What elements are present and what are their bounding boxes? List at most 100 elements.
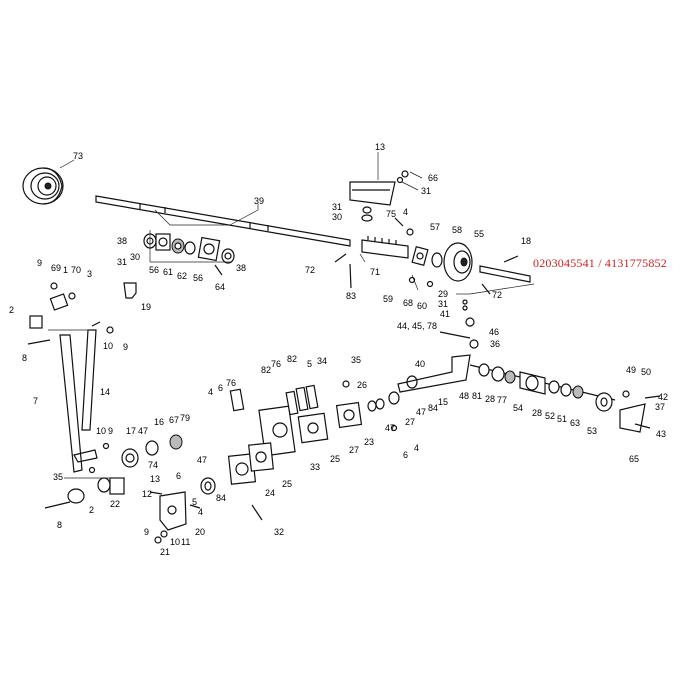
- callout-32: 32: [274, 527, 285, 537]
- callout-69: 69: [51, 263, 62, 273]
- callout-28b: 28: [532, 408, 543, 418]
- gear-shaft-71: [334, 236, 409, 289]
- callout-42: 42: [658, 392, 669, 402]
- callout-18: 18: [521, 236, 532, 246]
- callout-63: 63: [570, 418, 581, 428]
- callout-56: 56: [149, 265, 160, 275]
- callout-27b: 27: [349, 445, 360, 455]
- part-19: [123, 282, 137, 299]
- callout-4: 4: [403, 207, 409, 217]
- right-shaft-group: [469, 363, 661, 433]
- wheel-assembly-55: [408, 242, 535, 311]
- callout-20: 20: [195, 527, 206, 537]
- callout-31b: 31: [332, 202, 343, 212]
- callout-68: 68: [403, 298, 414, 308]
- frame-arms-7-14: [27, 282, 114, 473]
- callout-34: 34: [317, 356, 328, 366]
- callout-55: 55: [474, 229, 485, 239]
- callout-40: 40: [415, 359, 426, 369]
- callout-41: 41: [440, 309, 451, 319]
- callout-75: 75: [386, 209, 397, 219]
- callout-72b: 72: [492, 290, 503, 300]
- callout-25b: 25: [282, 479, 293, 489]
- callout-31d: 31: [438, 299, 449, 309]
- callout-26: 26: [357, 380, 368, 390]
- callout-13b: 13: [150, 474, 161, 484]
- crank-40: [397, 317, 479, 393]
- fasteners-31-30-75: [361, 206, 414, 236]
- callout-67: 67: [169, 415, 180, 425]
- callout-35: 35: [351, 355, 362, 365]
- bracket-20: [149, 491, 201, 544]
- callout-1: 1: [63, 265, 69, 275]
- callout-47b: 47: [385, 423, 396, 433]
- callout-49: 49: [626, 365, 637, 375]
- callout-11: 11: [181, 537, 191, 547]
- callout-30b: 30: [130, 252, 141, 262]
- callout-54: 54: [513, 403, 524, 413]
- callout-79: 79: [180, 413, 191, 423]
- callout-15: 15: [438, 397, 449, 407]
- callout-35b: 35: [53, 472, 64, 482]
- callout-83: 83: [346, 291, 357, 301]
- callout-10: 10: [103, 341, 114, 351]
- callout-4d: 4: [198, 507, 204, 517]
- callout-13: 13: [375, 142, 386, 152]
- callout-9c: 9: [108, 426, 114, 436]
- callout-27: 27: [405, 417, 416, 427]
- callout-84b: 84: [216, 493, 227, 503]
- callout-19: 19: [141, 302, 152, 312]
- callout-6c: 6: [176, 471, 182, 481]
- callout-21: 21: [160, 547, 171, 557]
- callout-47c: 47: [138, 426, 149, 436]
- callout-4b: 4: [208, 387, 214, 397]
- callout-6b: 6: [403, 450, 409, 460]
- callout-3: 3: [87, 269, 93, 279]
- callout-58: 58: [452, 225, 463, 235]
- callout-31: 31: [421, 186, 432, 196]
- callout-29: 29: [438, 289, 449, 299]
- callout-59: 59: [383, 294, 394, 304]
- callout-51: 51: [557, 414, 568, 424]
- callout-53: 53: [587, 426, 598, 436]
- bracket-13: [349, 152, 423, 206]
- callout-46: 46: [489, 327, 500, 337]
- callout-74: 74: [148, 460, 159, 470]
- callout-2: 2: [9, 305, 15, 315]
- pulley-73: [22, 159, 75, 205]
- callout-82: 82: [287, 354, 298, 364]
- callout-33: 33: [310, 462, 321, 472]
- callout-38b: 38: [236, 263, 247, 273]
- callout-7: 7: [33, 396, 39, 406]
- callout-57: 57: [430, 222, 441, 232]
- callout-70: 70: [71, 265, 82, 275]
- callout-73: 73: [73, 151, 84, 161]
- callout-30: 30: [332, 212, 343, 222]
- callout-84: 84: [428, 403, 439, 413]
- callout-82b: 82: [261, 365, 272, 375]
- callout-8b: 8: [57, 520, 63, 530]
- callout-31c: 31: [117, 257, 128, 267]
- lower-left-gears: [44, 434, 183, 509]
- callout-71: 71: [370, 267, 381, 277]
- callout-6: 6: [218, 383, 224, 393]
- callout-17: 17: [126, 426, 137, 436]
- callout-44-45-78: 44, 45, 78: [397, 321, 438, 331]
- callout-2b: 2: [89, 505, 95, 515]
- callout-76: 76: [271, 359, 282, 369]
- callout-47: 47: [416, 407, 427, 417]
- callout-10b: 10: [96, 426, 107, 436]
- callout-36: 36: [490, 339, 501, 349]
- callout-4c: 4: [414, 443, 420, 453]
- callout-72: 72: [305, 265, 316, 275]
- callout-24: 24: [265, 488, 276, 498]
- callout-38: 38: [117, 236, 128, 246]
- callout-5: 5: [307, 359, 313, 369]
- callout-52: 52: [545, 411, 556, 421]
- callout-76b: 76: [226, 378, 237, 388]
- callout-10c: 10: [170, 537, 181, 547]
- callout-12: 12: [142, 489, 153, 499]
- callout-65: 65: [629, 454, 640, 464]
